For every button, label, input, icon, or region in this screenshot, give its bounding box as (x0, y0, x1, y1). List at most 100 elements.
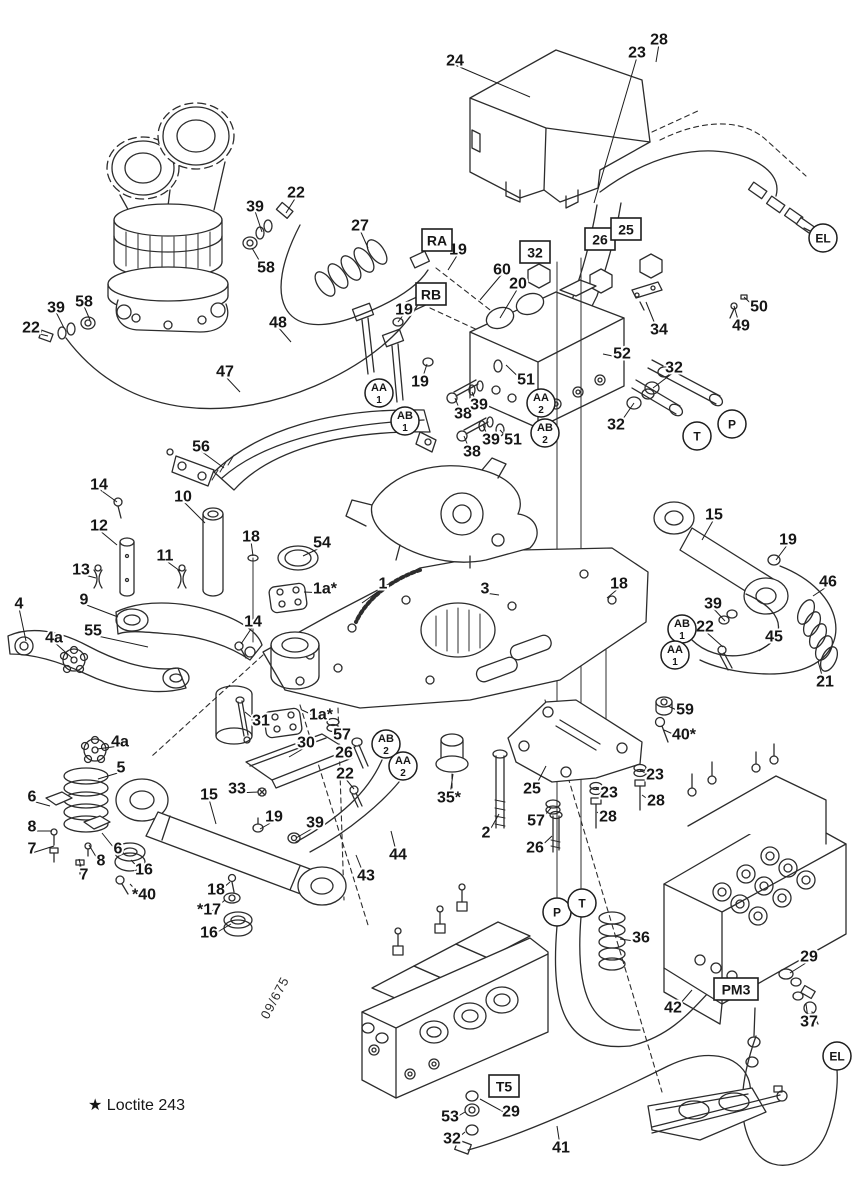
leader-1a* (301, 709, 322, 720)
callout-circle-EL (822, 1041, 852, 1071)
callout-23: 23 (628, 45, 646, 62)
leader-41 (556, 1125, 562, 1153)
circled-callout-bottom-AB-2: 2 (542, 435, 548, 446)
circled-callout-AB-2: AB2 (371, 729, 401, 759)
callout-23: 23 (646, 767, 664, 784)
leader-39 (295, 826, 316, 839)
leader-14 (98, 488, 118, 503)
leader-39 (471, 391, 480, 410)
callout-19: 19 (779, 532, 797, 549)
leader-19 (447, 253, 459, 271)
callout-57: 57 (527, 813, 545, 830)
callout-circle-P (717, 409, 747, 439)
callout-56: 56 (192, 439, 210, 456)
leader-48 (277, 326, 292, 343)
leader-30 (288, 746, 307, 758)
callout-box-RB (415, 282, 447, 306)
leader-20 (499, 287, 519, 319)
callout-1a*: 1a* (309, 707, 334, 724)
callout-7: 7 (80, 867, 89, 884)
callout-10: 10 (174, 489, 192, 506)
callout-4a: 4a (45, 630, 63, 647)
callout-20: 20 (509, 276, 527, 293)
callout-53: 53 (441, 1109, 459, 1126)
cylinder-15-right-drawing (653, 501, 837, 675)
leader-59 (667, 705, 686, 715)
callout-circle-AB-2 (530, 418, 560, 448)
callout-18: 18 (610, 576, 628, 593)
circled-callout-P: P (542, 897, 572, 927)
callout-25: 25 (523, 781, 541, 798)
circled-callout-T: T (682, 421, 712, 451)
callout-7: 7 (28, 841, 37, 858)
boxed-callout-label-26: 26 (592, 231, 608, 247)
pm3-valve-drawing (663, 743, 847, 1166)
callout-32: 32 (665, 360, 683, 377)
callout-16: 16 (135, 862, 153, 879)
callout-circle-AB-1 (390, 406, 420, 436)
leader-53 (449, 1111, 466, 1122)
callout-circle-T (567, 888, 597, 918)
leader-*17 (208, 899, 226, 915)
callout-box-T5 (488, 1074, 520, 1098)
leader-39 (482, 424, 492, 445)
leader-55 (92, 634, 149, 648)
leader-38 (463, 435, 473, 457)
callout-circle-AA-2 (526, 388, 556, 418)
leader-33 (236, 791, 259, 794)
leader-35* (448, 773, 454, 803)
callout-box-32 (519, 240, 551, 264)
leader-19 (419, 363, 428, 387)
callout-28: 28 (647, 793, 665, 810)
leader-44 (390, 830, 399, 860)
callout-39: 39 (47, 300, 65, 317)
callout-38: 38 (454, 406, 472, 423)
cylinder-15-left-drawing (114, 759, 400, 937)
leader-39 (712, 607, 726, 622)
leader-28 (641, 794, 657, 806)
leader-32 (615, 402, 635, 430)
leader-31 (244, 711, 262, 726)
circled-callout-label-P: P (728, 418, 736, 432)
callout-22: 22 (287, 185, 305, 202)
circled-callout-bottom-AA-1: 1 (376, 395, 382, 406)
circled-callout-bottom-AB-1: 1 (402, 423, 408, 434)
left-linkage-drawing (7, 497, 320, 764)
callout-14: 14 (244, 614, 262, 631)
callout-55: 55 (84, 623, 102, 640)
leader-18 (606, 587, 620, 599)
boxed-callout-RB: RB (415, 282, 447, 306)
callout-36: 36 (632, 930, 650, 947)
callout-47: 47 (216, 364, 234, 381)
boxed-callout-label-RA: RA (427, 232, 447, 248)
leader-23 (593, 56, 638, 204)
circled-callout-P: P (717, 409, 747, 439)
leader-57 (333, 726, 343, 740)
leader-26 (343, 745, 357, 758)
callout-30: 30 (297, 735, 315, 752)
callout-19: 19 (411, 374, 429, 391)
callout-22: 22 (336, 766, 354, 783)
circled-callout-top-AA-1: AA (667, 644, 683, 656)
boxed-callout-RA: RA (421, 228, 453, 252)
main-plate-1-drawing (262, 457, 649, 709)
leader-4 (18, 607, 27, 642)
leader-57 (535, 807, 552, 826)
callout-40*: 40* (672, 727, 697, 744)
circled-callout-bottom-AA-2: 2 (400, 768, 406, 779)
leader-15 (701, 518, 715, 541)
callout-51: 51 (517, 372, 535, 389)
circled-callout-bottom-AA-1: 1 (672, 657, 678, 668)
callout-42: 42 (664, 1000, 682, 1017)
callout-38: 38 (463, 444, 481, 461)
leader-16 (208, 923, 232, 938)
leader-58 (251, 247, 267, 273)
boxed-callout-label-PM3: PM3 (722, 981, 751, 997)
callout-50: 50 (750, 299, 768, 316)
callout-28: 28 (599, 809, 617, 826)
bottom-manifold-drawing (361, 883, 815, 1155)
callout-28: 28 (650, 32, 668, 49)
callout-58: 58 (75, 294, 93, 311)
leader-*40 (129, 883, 145, 900)
leader-22 (30, 331, 49, 337)
